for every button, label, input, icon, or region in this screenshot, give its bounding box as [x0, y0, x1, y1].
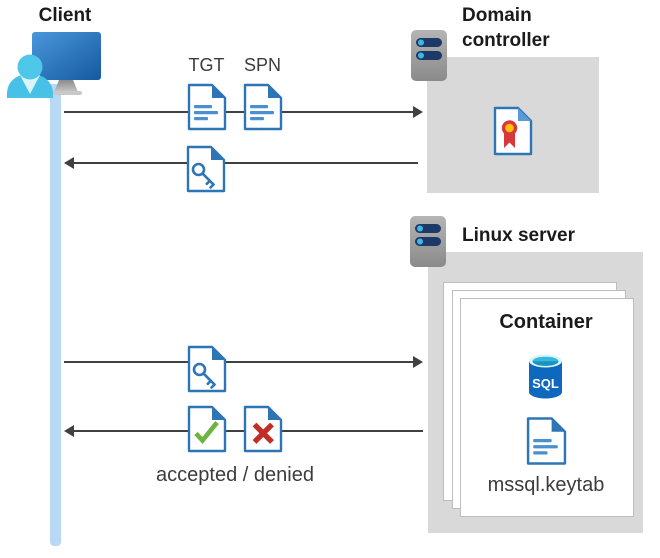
person-icon [7, 54, 53, 98]
client-lifeline [50, 84, 61, 546]
arrow-line [64, 111, 414, 113]
spn-document-icon [243, 83, 283, 131]
container-page-front [460, 298, 634, 517]
sql-text: SQL [532, 376, 559, 391]
client-label: Client [38, 5, 92, 26]
kerberos-ticket-key-icon [186, 145, 226, 193]
spn-label: SPN [243, 55, 281, 75]
accepted-denied-label: accepted / denied [156, 464, 314, 486]
client-person-monitor-icon [7, 32, 101, 98]
keytab-label: mssql.keytab [487, 474, 605, 496]
denied-document-icon [243, 405, 283, 453]
arrowhead-left-icon [64, 425, 74, 437]
accepted-document-icon [187, 405, 227, 453]
tgt-document-icon [187, 83, 227, 131]
arrow-line [64, 361, 414, 363]
arrowhead-left-icon [64, 157, 74, 169]
monitor-icon [32, 32, 101, 95]
arrow-line [73, 162, 418, 164]
sql-database-icon: SQL [529, 354, 562, 399]
domain-controller-label: Domain controller [462, 5, 550, 51]
arrowhead-right-icon [413, 106, 423, 118]
kerberos-ticket-key-icon-request [187, 345, 227, 393]
container-label: Container [499, 311, 593, 333]
certificate-icon [493, 106, 533, 156]
domain-controller-server-icon [411, 30, 447, 81]
linux-server-icon [410, 216, 446, 267]
arrowhead-right-icon [413, 356, 423, 368]
linux-server-label: Linux server [462, 225, 575, 246]
tgt-label: TGT [188, 55, 225, 75]
keytab-file-icon [526, 417, 567, 465]
